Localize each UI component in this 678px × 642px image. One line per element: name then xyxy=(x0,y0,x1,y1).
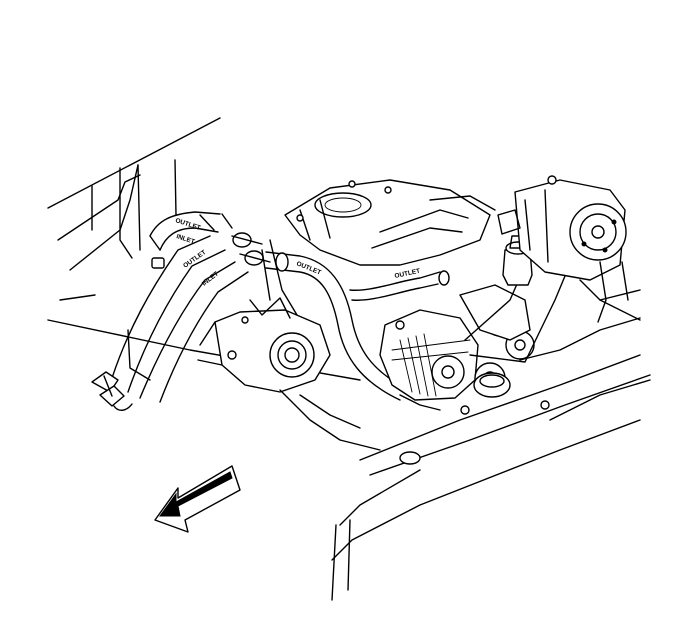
hose-clamp xyxy=(91,371,125,407)
alternator xyxy=(379,309,479,401)
direction-arrow-icon xyxy=(154,465,241,533)
water-pump xyxy=(197,297,381,451)
intake-manifold xyxy=(261,179,496,321)
hose-label-inlet-lower: INLET xyxy=(201,270,220,287)
heater-hoses xyxy=(91,211,271,411)
hose-label-outlet-lower: OUTLET xyxy=(182,249,207,270)
filler-cap xyxy=(473,372,511,398)
hose-label-outlet-upper: OUTLET xyxy=(174,217,201,232)
radiator-support xyxy=(331,279,651,601)
ac-compressor xyxy=(497,175,629,323)
coolant-hose-middle xyxy=(265,251,450,401)
hose-label-inlet-upper: INLET xyxy=(175,233,195,245)
